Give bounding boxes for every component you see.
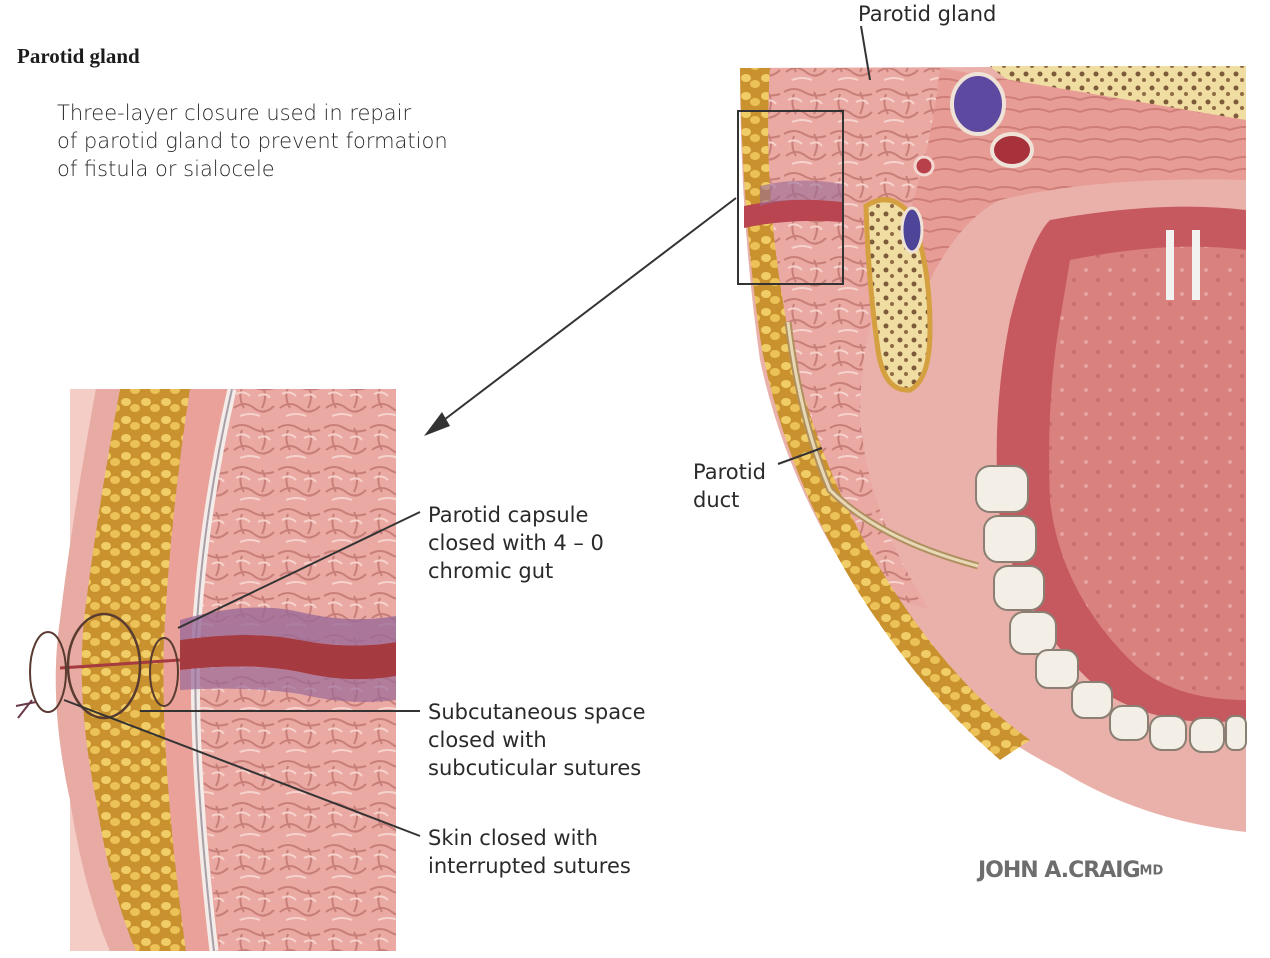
label-line: interrupted sutures [428, 854, 631, 878]
label-skin-closure: Skin closed with interrupted sutures [428, 824, 631, 880]
label-line: duct [693, 488, 740, 512]
label-line: Subcutaneous space [428, 700, 646, 724]
signature-suffix: MD [1139, 863, 1164, 879]
detail-box [737, 110, 844, 285]
face-cross-section [740, 66, 1247, 832]
label-parotid-capsule: Parotid capsule closed with 4 – 0 chromi… [428, 501, 604, 585]
label-line: Parotid gland [858, 2, 997, 26]
page-title: Parotid gland [17, 44, 140, 68]
label-parotid-duct: Parotid duct [693, 458, 766, 514]
label-line: Parotid capsule [428, 503, 589, 527]
label-line: Skin closed with [428, 826, 598, 850]
signature-name: JOHN A.CRAIG [978, 858, 1141, 883]
label-parotid-gland: Parotid gland [858, 0, 996, 28]
description-line: of fistula or sialocele [57, 157, 275, 181]
description-line: Three-layer closure used in repair [57, 101, 412, 125]
magnify-arrow [424, 197, 737, 436]
label-line: Parotid [693, 460, 767, 484]
label-line: closed with [428, 728, 547, 752]
description-line: of parotid gland to prevent formation [57, 129, 448, 153]
artist-signature: JOHN A.CRAIGMD [978, 858, 1163, 883]
inset-magnified-view [15, 387, 396, 952]
label-line: subcuticular sutures [428, 756, 642, 780]
label-line: chromic gut [428, 559, 554, 583]
label-line: closed with 4 – 0 [428, 531, 604, 555]
leader-lines [63, 25, 871, 837]
label-subcutaneous-space: Subcutaneous space closed with subcuticu… [428, 698, 646, 782]
description-text: Three-layer closure used in repair of pa… [57, 99, 477, 183]
